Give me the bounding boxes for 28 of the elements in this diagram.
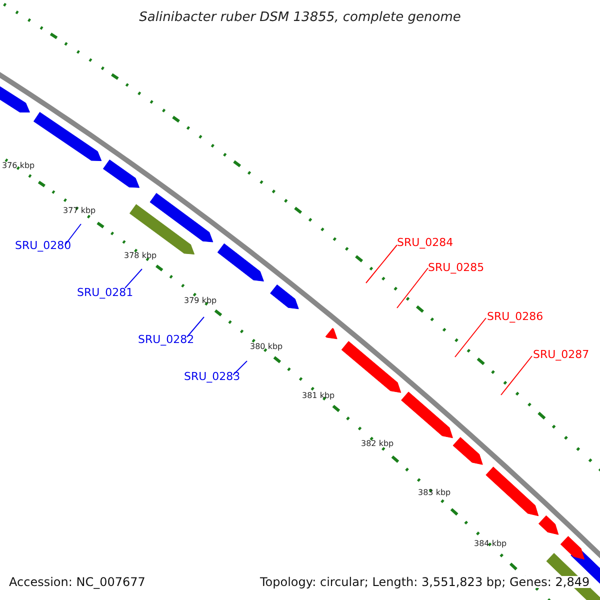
scale-label: 378 kbp bbox=[124, 252, 157, 260]
leader-line bbox=[124, 268, 142, 288]
scale-label: 380 kbp bbox=[250, 343, 283, 351]
gene-label: SRU_0282 bbox=[138, 334, 194, 345]
scale-label: 376 kbp bbox=[2, 162, 35, 170]
scale-label: 382 kbp bbox=[361, 440, 394, 448]
diagram-title: Salinibacter ruber DSM 13855, complete genome bbox=[138, 11, 462, 24]
leader-line bbox=[396, 268, 428, 308]
gene-label: SRU_0284 bbox=[397, 237, 454, 248]
scale-label: 384 kbp bbox=[474, 540, 507, 548]
leader-line bbox=[454, 318, 486, 358]
scale-label: 383 kbp bbox=[418, 489, 451, 497]
gene-label: SRU_0285 bbox=[428, 262, 484, 273]
genome-summary-text: Topology: circular; Length: 3,551,823 bp; Genes: 2,849 bbox=[260, 576, 590, 588]
gene-label: SRU_0286 bbox=[487, 311, 544, 322]
leader-line bbox=[186, 316, 204, 338]
scale-label: 381 kbp bbox=[302, 392, 335, 400]
gene-label: SRU_0287 bbox=[533, 349, 590, 360]
gene-label: SRU_0283 bbox=[184, 371, 240, 382]
leader-line bbox=[366, 244, 398, 284]
scale-label: 377 kbp bbox=[63, 207, 96, 215]
leader-line bbox=[64, 224, 82, 246]
scale-label: 379 kbp bbox=[184, 297, 217, 305]
leader-line bbox=[500, 356, 532, 396]
accession-text: Accession: NC_007677 bbox=[9, 576, 146, 588]
leader-line bbox=[232, 360, 248, 376]
gene-label: SRU_0281 bbox=[77, 287, 134, 298]
gene-label: SRU_0280 bbox=[15, 240, 72, 251]
